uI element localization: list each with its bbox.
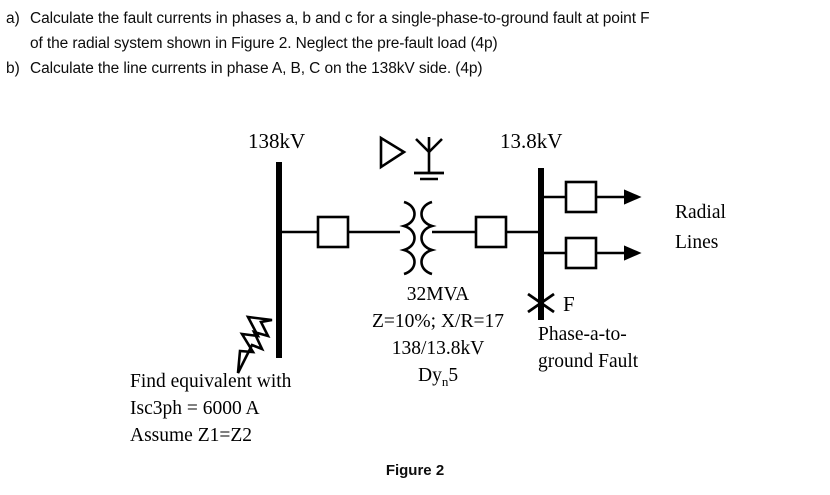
question-item-a: a) Calculate the fault currents in phase… bbox=[0, 6, 830, 56]
single-line-diagram: 138kV 13.8kV bbox=[0, 105, 830, 455]
question-a-line-2: of the radial system shown in Figure 2. … bbox=[30, 35, 498, 52]
vector-group-suffix: 5 bbox=[448, 365, 458, 386]
transformer-rating-label: 32MVA bbox=[407, 284, 470, 305]
question-text-b: Calculate the line currents in phase A, … bbox=[30, 56, 830, 81]
question-text-a: Calculate the fault currents in phases a… bbox=[30, 6, 830, 56]
source-note-line-2: Isc3ph = 6000 A bbox=[130, 398, 260, 419]
lightning-bolt-icon bbox=[236, 315, 273, 374]
lv-bus-voltage-label: 13.8kV bbox=[500, 129, 562, 153]
fault-description-line-2: ground Fault bbox=[538, 351, 639, 372]
radial-feeder-2-breaker[interactable] bbox=[564, 236, 598, 270]
transformer-impedance-label: Z=10%; X/R=17 bbox=[372, 311, 504, 332]
transformer-secondary-winding bbox=[420, 200, 437, 276]
question-a-line-1: Calculate the fault currents in phases a… bbox=[30, 10, 650, 27]
wye-grounded-winding-icon bbox=[414, 137, 444, 181]
fault-marker-icon bbox=[527, 292, 555, 314]
question-list: a) Calculate the fault currents in phase… bbox=[0, 0, 830, 81]
radial-lines-label-line-2: Lines bbox=[675, 232, 718, 253]
radial-feeder-1-breaker[interactable] bbox=[564, 180, 598, 214]
question-marker-a: a) bbox=[6, 10, 20, 27]
source-note-line-3: Assume Z1=Z2 bbox=[130, 425, 252, 446]
question-item-b: b) Calculate the line currents in phase … bbox=[0, 56, 830, 81]
hv-bus-voltage-label: 138kV bbox=[248, 129, 305, 153]
transformer-vector-group-label: Dyn5 bbox=[418, 365, 458, 389]
figure-caption: Figure 2 bbox=[385, 462, 445, 479]
vector-group-prefix: Dy bbox=[418, 365, 442, 386]
hv-circuit-breaker[interactable] bbox=[316, 215, 350, 249]
transformer-primary-winding bbox=[399, 200, 416, 276]
question-b-line-1: Calculate the line currents in phase A, … bbox=[30, 60, 483, 77]
transformer-voltage-ratio-label: 138/13.8kV bbox=[392, 338, 485, 359]
question-marker-b: b) bbox=[6, 60, 20, 77]
vector-group-subscript: n bbox=[442, 374, 449, 389]
fault-point-label: F bbox=[563, 292, 575, 316]
radial-lines-label-line-1: Radial bbox=[675, 202, 726, 223]
lv-circuit-breaker[interactable] bbox=[474, 215, 508, 249]
delta-winding-icon bbox=[379, 135, 407, 170]
source-note-line-1: Find equivalent with bbox=[130, 371, 292, 392]
fault-description-line-1: Phase-a-to- bbox=[538, 324, 627, 345]
